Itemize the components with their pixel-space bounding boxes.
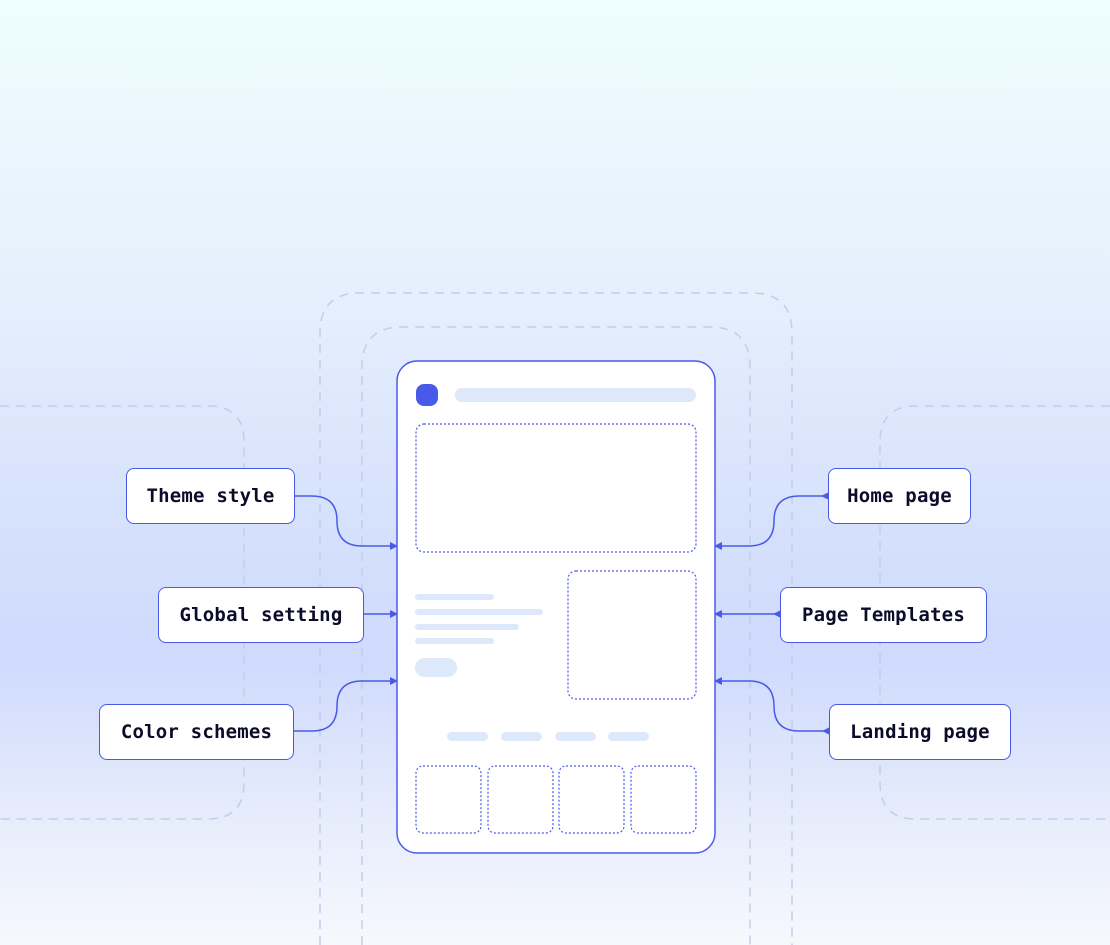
theme-style-label[interactable]: Theme style [126,468,295,524]
color-schemes-label[interactable]: Color schemes [99,704,294,760]
wireframe-card-2 [487,765,554,834]
wireframe-button-pill [415,658,457,677]
arrowhead-page-templates-left [714,610,722,618]
wireframe-text-line-4 [415,638,494,644]
arrowhead-landing-page-right [822,727,830,735]
arrowhead-page-templates-right [773,610,781,618]
wireframe-text-line-2 [415,609,543,615]
landing-page-label[interactable]: Landing page [829,704,1011,760]
wireframe-nav-dot-3 [555,732,596,741]
wireframe-card-3 [558,765,625,834]
wireframe-side-image [567,570,697,700]
wireframe-logo-icon [416,384,438,406]
wireframe-card-1 [415,765,482,834]
arrowhead-home-page-right [821,492,829,500]
wireframe-text-line-1 [415,594,494,600]
page-templates-label[interactable]: Page Templates [780,587,987,643]
inner-frame [361,326,751,945]
wireframe-nav-dot-4 [608,732,649,741]
wireframe-text-line-3 [415,624,519,630]
page-wireframe [396,360,716,854]
arrowhead-global-setting [390,610,398,618]
wireframe-nav-dot-2 [501,732,542,741]
connector-color-schemes [293,680,396,732]
arrowhead-landing-page-left [714,677,722,685]
home-page-label[interactable]: Home page [828,468,971,524]
connector-theme-style [294,495,396,547]
global-setting-label[interactable]: Global setting [158,587,364,643]
connector-landing-page [715,680,830,732]
outer-frame [319,292,793,945]
connectors [293,495,830,732]
arrowhead-color-schemes [390,677,398,685]
connector-home-page [715,495,829,547]
arrowhead-home-page-left [714,542,722,550]
wireframe-card-4 [630,765,697,834]
wireframe-hero-image [415,423,697,553]
connector-arrowheads [390,492,830,735]
wireframe-header-bar [455,388,696,402]
arrowhead-theme-style [390,542,398,550]
wireframe-frame [396,360,716,854]
wireframe-nav-dot-1 [447,732,488,741]
